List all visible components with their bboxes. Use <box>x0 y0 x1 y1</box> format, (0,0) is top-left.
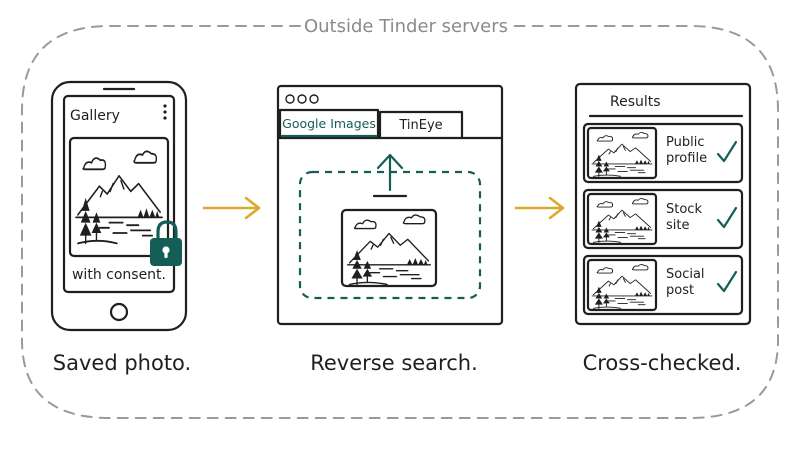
tab-tineye-label: TinEye <box>398 118 442 133</box>
phone: Gallery with consent. <box>50 80 188 332</box>
boundary-dashed-outline <box>21 25 779 419</box>
landscape-photo-icon <box>74 150 164 245</box>
lock-icon <box>150 220 182 266</box>
search-photo-frame <box>340 208 438 288</box>
step-caption-saved: Saved photo. <box>53 351 191 375</box>
phone-caption: with consent. <box>72 267 166 283</box>
landscape-photo-icon <box>591 132 653 177</box>
check-icon <box>716 140 738 163</box>
flow-arrow-1 <box>202 196 261 220</box>
landscape-photo-icon <box>591 198 653 243</box>
browser-window: Google Images TinEye <box>276 84 504 326</box>
result-label: Social <box>666 267 705 282</box>
result-item[interactable]: Social post <box>582 254 744 316</box>
result-label: Public <box>666 135 704 150</box>
result-label: profile <box>666 151 707 166</box>
phone-photo-frame <box>68 136 170 258</box>
results-panel: Results Public profile Stock site <box>574 82 752 326</box>
phone-gallery-header: Gallery <box>70 108 120 124</box>
check-icon <box>716 270 738 293</box>
more-vert-icon[interactable] <box>163 104 167 120</box>
drop-zone[interactable] <box>298 170 482 300</box>
tab-tineye[interactable]: TinEye <box>378 110 464 140</box>
landscape-photo-icon <box>346 214 432 286</box>
tab-google-images-label: Google Images <box>282 116 376 131</box>
boundary-label: Outside Tinder servers <box>304 16 508 37</box>
result-item[interactable]: Public profile <box>582 122 744 184</box>
results-header: Results <box>610 94 661 110</box>
window-dot-icon <box>297 94 307 104</box>
window-dot-icon <box>309 94 319 104</box>
upload-arrow-icon[interactable] <box>372 153 408 198</box>
tab-google-images[interactable]: Google Images <box>278 108 380 140</box>
window-dot-icon <box>285 94 295 104</box>
step-caption-reverse: Reverse search. <box>310 351 478 375</box>
result-item[interactable]: Stock site <box>582 188 744 250</box>
result-label: site <box>666 218 689 233</box>
step-caption-crosschecked: Cross-checked. <box>583 351 742 375</box>
result-label: post <box>666 283 694 298</box>
result-label: Stock <box>666 202 702 217</box>
landscape-photo-icon <box>591 264 653 309</box>
check-icon <box>716 206 738 229</box>
flow-arrow-2 <box>514 196 565 220</box>
